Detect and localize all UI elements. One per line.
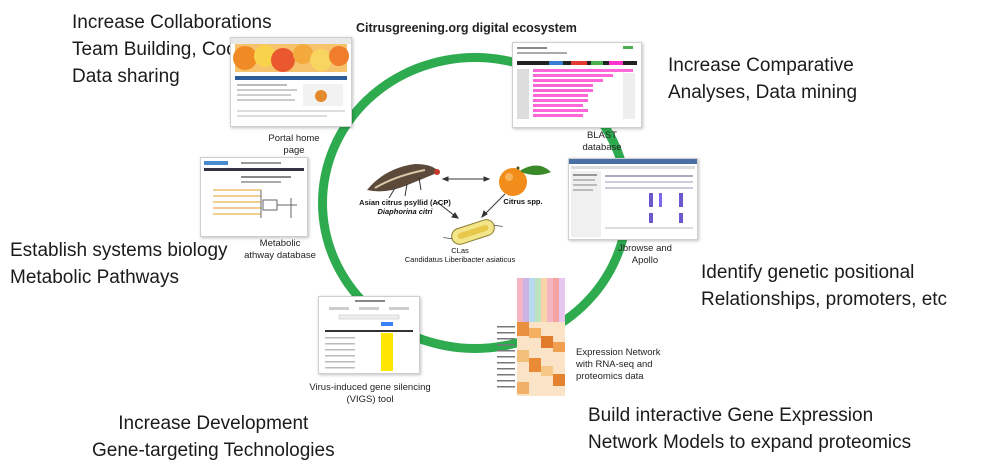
caption-line: database bbox=[582, 142, 622, 153]
clas-label: CLas Candidatus Liberibacter asiaticus bbox=[395, 246, 525, 264]
citrus-icon bbox=[499, 165, 551, 196]
expression-heatmap bbox=[495, 278, 575, 398]
caption-line: page bbox=[283, 145, 305, 156]
text-line: Identify genetic positional bbox=[701, 262, 915, 283]
portal-caption: Portal home page bbox=[250, 133, 338, 157]
text-line: Network Models to expand proteomics bbox=[588, 432, 912, 453]
text-comparative: Increase Comparative Analyses, Data mini… bbox=[668, 52, 857, 106]
blast-caption: BLAST database bbox=[572, 130, 632, 154]
caption-line: Metabolic bbox=[259, 238, 301, 249]
blast-screenshot bbox=[512, 42, 642, 128]
jbrowse-caption: Jbrowse and Apollo bbox=[612, 243, 678, 267]
caption-line: Virus-induced gene silencing bbox=[309, 382, 431, 393]
bacterium-icon bbox=[443, 219, 503, 245]
caption-line: BLAST bbox=[586, 130, 618, 141]
caption-line: with RNA-seq and bbox=[576, 359, 653, 370]
vigs-screenshot bbox=[318, 296, 420, 374]
text-line: Increase Comparative bbox=[668, 55, 854, 76]
portal-screenshot bbox=[230, 37, 352, 127]
text-line: Increase Collaborations bbox=[72, 12, 272, 33]
caption-line: Expression Network bbox=[576, 347, 661, 358]
text-line: Gene-targeting Technologies bbox=[92, 440, 335, 461]
caption-line: athway database bbox=[244, 250, 316, 261]
vigs-caption: Virus-induced gene silencing (VIGS) tool bbox=[300, 382, 440, 406]
psyllid-icon bbox=[367, 164, 440, 199]
text-systems-biology: Establish systems biology Metabolic Path… bbox=[10, 237, 228, 291]
center-diagram: Asian citrus psyllid (ACP) Diaphorina ci… bbox=[355, 150, 570, 270]
text-line: Build interactive Gene Expression bbox=[588, 405, 874, 426]
acp-species: Diaphorina citri bbox=[377, 207, 433, 216]
caption-line: Portal home bbox=[268, 133, 320, 144]
caption-line: Jbrowse and bbox=[618, 243, 672, 254]
text-line: Establish systems biology bbox=[10, 240, 228, 261]
text-line: Data sharing bbox=[72, 66, 180, 87]
clas-abbrev: CLas bbox=[451, 246, 469, 255]
metabolic-screenshot bbox=[200, 157, 308, 237]
text-expression-network: Build interactive Gene Expression Networ… bbox=[588, 402, 911, 456]
text-genetic-positional: Identify genetic positional Relationship… bbox=[701, 259, 947, 313]
jbrowse-screenshot bbox=[568, 158, 698, 240]
citrus-label: Citrus spp. bbox=[503, 197, 543, 206]
diagram-title: Citrusgreening.org digital ecosystem bbox=[356, 21, 577, 35]
text-line: Analyses, Data mining bbox=[668, 82, 858, 103]
metabolic-caption: Metabolic athway database bbox=[238, 238, 322, 262]
caption-line: (VIGS) tool bbox=[346, 394, 394, 405]
caption-line: Apollo bbox=[631, 255, 659, 266]
text-development: Increase Development Gene-targeting Tech… bbox=[92, 410, 335, 464]
text-line: Metabolic Pathways bbox=[10, 267, 179, 288]
acp-name: Asian citrus psyllid (ACP) bbox=[359, 198, 451, 207]
text-line: Relationships, promoters, etc bbox=[701, 289, 948, 310]
clas-name: Candidatus Liberibacter asiaticus bbox=[404, 255, 516, 264]
expression-caption: Expression Network with RNA-seq and prot… bbox=[576, 347, 668, 383]
caption-line: proteomics data bbox=[576, 371, 644, 382]
text-line: Increase Development bbox=[118, 413, 309, 434]
acp-label: Asian citrus psyllid (ACP) Diaphorina ci… bbox=[355, 198, 455, 216]
